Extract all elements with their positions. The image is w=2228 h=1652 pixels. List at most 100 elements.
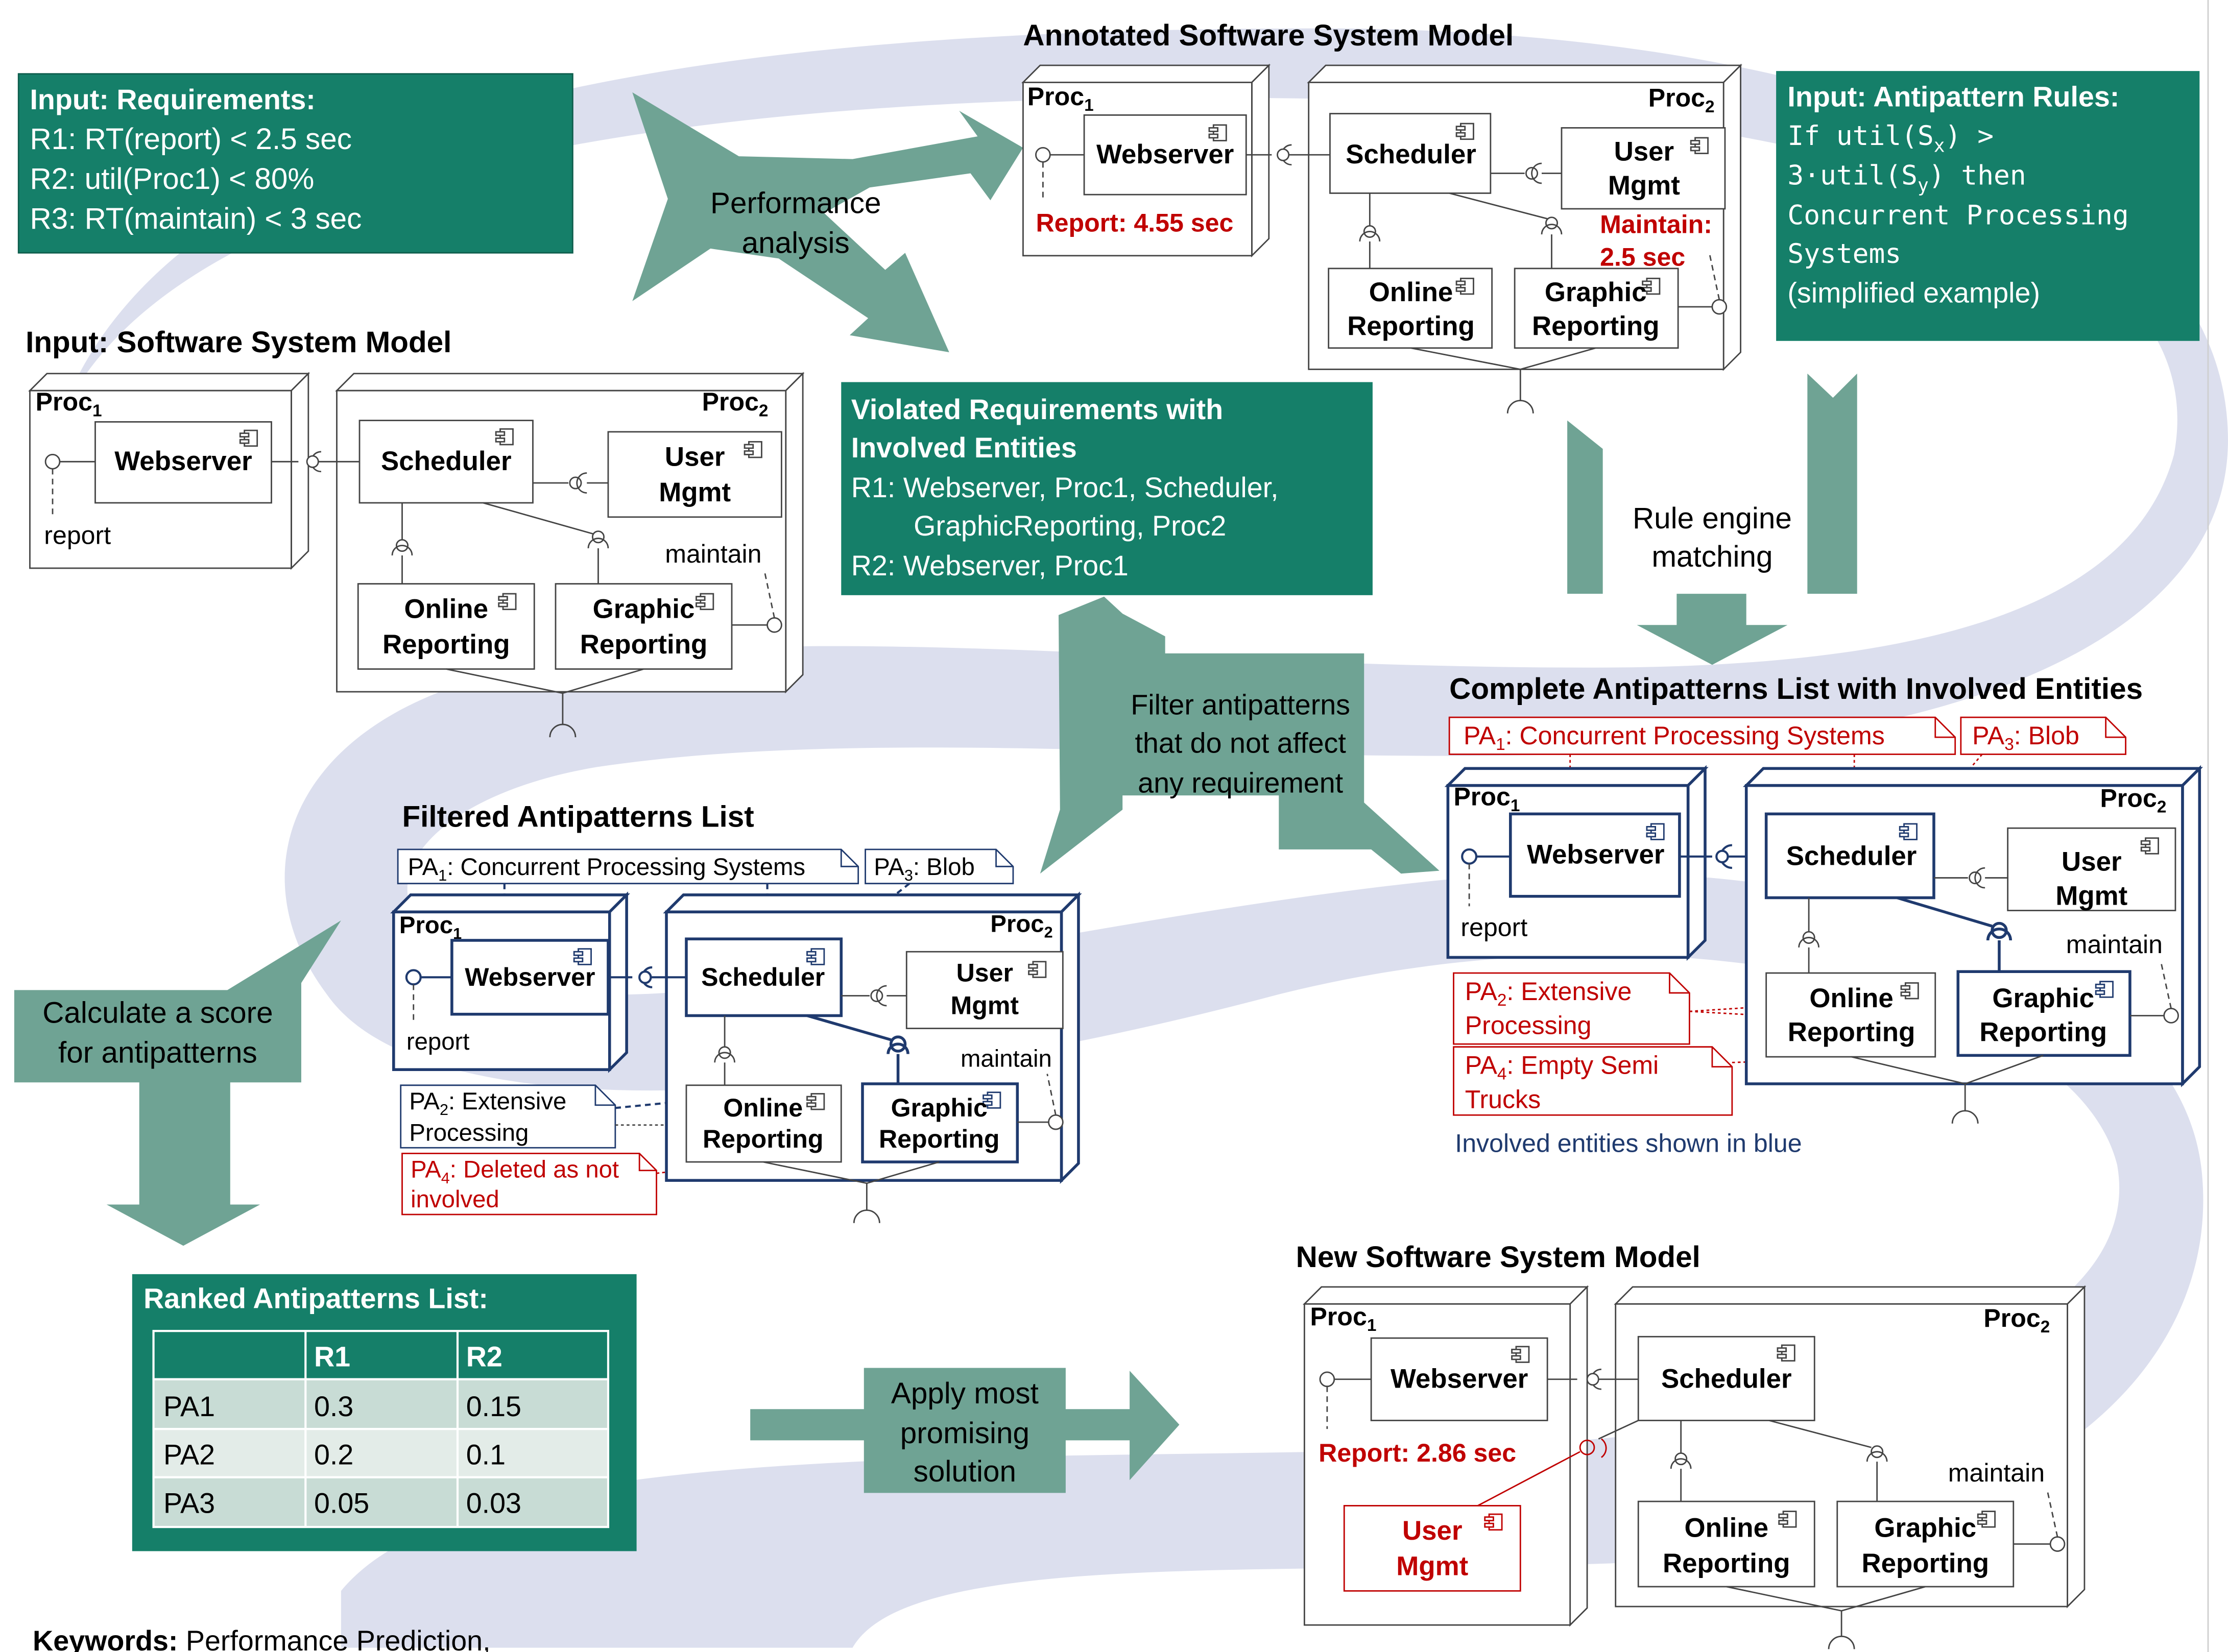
graphic-reporting-component-l2: Reporting [1861, 1548, 1989, 1578]
pa4-note-l2: Trucks [1465, 1085, 1541, 1113]
rule-note: (simplified example) [1787, 277, 2040, 309]
requirement-r1: R1: RT(report) < 2.5 sec [30, 123, 351, 156]
online-reporting-component: Online [404, 594, 488, 624]
input-requirements-box: Input: Requirements: R1: RT(report) < 2.… [17, 73, 573, 254]
user-mgmt-component: User [1614, 136, 1674, 166]
online-reporting-component-l2: Reporting [703, 1125, 823, 1153]
rule-engine-l1: Rule engine [1633, 502, 1792, 535]
involved-entities-note: Involved entities shown in blue [1455, 1129, 1802, 1158]
user-mgmt-component-l2: Mgmt [1608, 171, 1680, 201]
violated-r1-l2: GraphicReporting, Proc2 [914, 510, 1226, 542]
ranked-cell: 0.2 [314, 1439, 353, 1471]
pa3-note: PA3: Blob [1972, 721, 2079, 754]
filter-l3: any requirement [1138, 767, 1343, 799]
proc2-label: Proc2 [1648, 84, 1715, 116]
graphic-reporting-component-l2: Reporting [879, 1125, 999, 1153]
violated-r1-l1: R1: Webserver, Proc1, Scheduler, [851, 472, 1279, 503]
new-model: New Software System Model Proc1 Webserve… [1296, 1241, 2087, 1649]
pa1-note: PA1: Concurrent Processing Systems [408, 854, 805, 884]
webserver-component: Webserver [1096, 139, 1234, 169]
ranked-cell: 0.03 [466, 1487, 521, 1519]
pa4-note: PA4: Deleted as not [411, 1156, 619, 1187]
user-mgmt-component-l2: Mgmt [659, 477, 731, 507]
online-reporting-component-l2: Reporting [1347, 311, 1475, 342]
webserver-component: Webserver [465, 963, 595, 991]
filter-l1: Filter antipatterns [1131, 689, 1350, 721]
violated-title-l2: Involved Entities [851, 432, 1077, 464]
maintain-label: maintain [961, 1046, 1052, 1073]
proc2-label: Proc2 [1983, 1304, 2050, 1337]
requirement-r3: R3: RT(maintain) < 3 sec [30, 202, 362, 235]
arrow-rule-engine [1567, 373, 1857, 665]
user-mgmt-component-l2: Mgmt [951, 991, 1019, 1020]
webserver-component: Webserver [114, 446, 252, 476]
arrow-apply [750, 1368, 1180, 1493]
proc1-label: Proc1 [1310, 1302, 1376, 1335]
graphic-reporting-component: Graphic [593, 594, 695, 624]
scheduler-component: Scheduler [1346, 139, 1476, 169]
annotated-model: Annotated Software System Model Proc1 We… [1021, 19, 1742, 414]
antipattern-rules-box: Input: Antipattern Rules: If util(Sx) > … [1776, 71, 2200, 341]
graphic-reporting-component: Graphic [1992, 983, 2094, 1013]
ranked-row: PA2 0.2 0.1 [163, 1439, 506, 1471]
input-model: Input: Software System Model Proc1 Webse… [26, 326, 805, 738]
ranked-header-r1: R1 [314, 1341, 350, 1373]
filtered-list-model: Filtered Antipatterns List PA1: Concurre… [390, 800, 1082, 1223]
filtered-list-title: Filtered Antipatterns List [402, 800, 754, 833]
performance-analysis-l1: Performance [710, 186, 881, 220]
complete-list-model: Complete Antipatterns List with Involved… [1444, 672, 2203, 1158]
rule-engine-l2: matching [1651, 540, 1772, 573]
pa4-note: PA4: Empty Semi [1465, 1051, 1659, 1084]
antipattern-rules-title: Input: Antipattern Rules: [1787, 81, 2119, 113]
pa2-note: PA2: Extensive [409, 1088, 566, 1119]
scheduler-component: Scheduler [1786, 841, 1917, 871]
pa2-note: PA2: Extensive [1465, 977, 1632, 1010]
input-model-title: Input: Software System Model [26, 326, 451, 359]
online-reporting-component: Online [1809, 983, 1893, 1013]
new-model-title: New Software System Model [1296, 1241, 1700, 1274]
proc2-label: Proc2 [702, 387, 769, 420]
graphic-reporting-component-l2: Reporting [1532, 311, 1660, 342]
arrow-score [14, 920, 341, 1246]
scheduler-component: Scheduler [1661, 1364, 1792, 1394]
score-l1: Calculate a score [42, 996, 273, 1029]
webserver-component: Webserver [1527, 840, 1664, 870]
online-reporting-component: Online [1685, 1513, 1768, 1543]
requirement-r2: R2: util(Proc1) < 80% [30, 162, 314, 196]
ranked-cell: 0.05 [314, 1487, 369, 1519]
ranked-cell: PA1 [163, 1391, 215, 1422]
online-reporting-component-l2: Reporting [1663, 1548, 1790, 1578]
ranked-header-r2: R2 [466, 1341, 502, 1373]
online-reporting-component: Online [723, 1094, 803, 1122]
graphic-reporting-component: Graphic [891, 1094, 988, 1122]
ranked-cell: 0.15 [466, 1391, 521, 1422]
filter-l2: that do not affect [1135, 727, 1346, 759]
online-reporting-component-l2: Reporting [382, 629, 510, 660]
maintain-label: maintain [2066, 930, 2163, 959]
proc1-label: Proc1 [399, 912, 462, 942]
ranked-list-box: Ranked Antipatterns List: R1 R2 PA1 0.3 … [132, 1274, 637, 1551]
ranked-cell: 0.1 [466, 1439, 506, 1471]
violated-requirements-box: Violated Requirements with Involved Enti… [841, 382, 1373, 595]
user-mgmt-component-l2: Mgmt [1396, 1551, 1468, 1582]
online-reporting-component-l2: Reporting [1788, 1017, 1915, 1048]
pa2-note-l2: Processing [409, 1119, 529, 1146]
report-result: Report: 2.86 sec [1319, 1439, 1516, 1467]
report-result: Report: 4.55 sec [1036, 209, 1233, 237]
report-label: report [44, 521, 111, 550]
apply-l1: Apply most [891, 1377, 1039, 1410]
annotated-title: Annotated Software System Model [1023, 19, 1514, 52]
user-mgmt-component: User [665, 442, 725, 472]
maintain-result-l2: 2.5 sec [1600, 242, 1685, 271]
rule-line-2: 3·util(Sy) then [1787, 160, 2026, 197]
graphic-reporting-component-l2: Reporting [580, 629, 708, 660]
score-l2: for antipatterns [58, 1036, 257, 1069]
complete-list-title: Complete Antipatterns List with Involved… [1449, 672, 2143, 706]
ranked-row: PA1 0.3 0.15 [163, 1391, 521, 1422]
proc1-label: Proc1 [1027, 82, 1094, 115]
arrow-performance-analysis [632, 92, 1023, 353]
pa3-note: PA3: Blob [874, 854, 975, 884]
user-mgmt-component: User [956, 959, 1013, 987]
